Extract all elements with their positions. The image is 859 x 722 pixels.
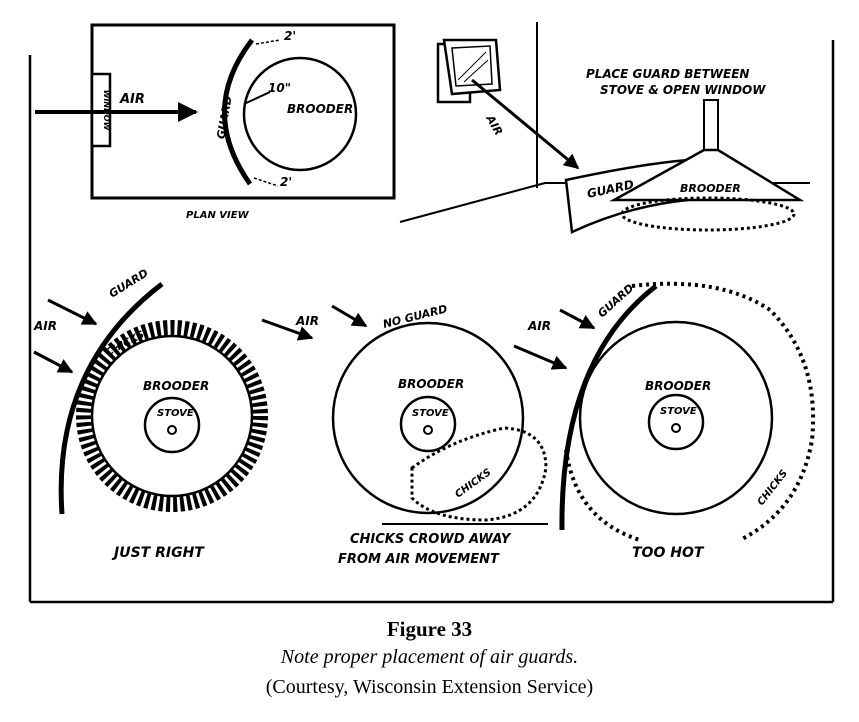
panel-no-guard: AIR NO GUARD BROODER STOVE CHICKS CHICKS… — [261, 302, 548, 567]
left-stove-label: STOVE — [157, 408, 194, 419]
perspective-view: AIR GUARD BROODER PLACE GUARD BETWEEN ST… — [399, 22, 810, 234]
right-caption: TOO HOT — [632, 545, 705, 561]
middle-air-arrow-1 — [261, 318, 314, 341]
figure-caption-title: Figure 33 — [386, 617, 473, 641]
left-air-arrow-1 — [47, 298, 98, 326]
left-caption: JUST RIGHT — [111, 545, 205, 561]
right-brooder-label: BROODER — [645, 379, 711, 393]
middle-air-arrow-2 — [331, 304, 368, 328]
open-window-icon — [436, 38, 502, 104]
plan-dim-radius: 10" — [268, 81, 291, 95]
plan-guard-icon — [222, 38, 254, 186]
plan-dim-bottom-line — [253, 177, 279, 187]
right-stove-label: STOVE — [660, 406, 697, 417]
floor-line-left — [399, 182, 546, 223]
middle-air-label: AIR — [295, 314, 319, 328]
left-chicks-ring — [76, 320, 268, 512]
right-chicks-label: CHICKS — [756, 468, 790, 508]
plan-radius-line — [243, 91, 271, 105]
panel-just-right: AIR GUARD BROODER STOVE CHICKS JUST RIGH… — [33, 266, 268, 561]
room-frame — [28, 40, 835, 604]
plan-dim-top-line — [255, 39, 281, 45]
left-air-label: AIR — [33, 319, 57, 333]
right-air-arrow-2 — [513, 344, 568, 370]
left-brooder-label: BROODER — [143, 379, 209, 393]
right-chicks-lower — [564, 449, 641, 542]
plan-dim-top: 2' — [284, 29, 296, 43]
plan-view-title: PLAN VIEW — [186, 210, 250, 221]
figure-caption-subtitle: Note proper placement of air guards. — [280, 646, 579, 668]
left-guard-label: GUARD — [107, 266, 151, 300]
perspective-note-line2: STOVE & OPEN WINDOW — [600, 83, 766, 97]
left-brooder-circle — [90, 334, 254, 498]
panel-too-hot: AIR GUARD BROODER STOVE CHICKS TOO HOT — [513, 281, 816, 561]
stove-pipe — [703, 99, 719, 153]
right-air-label: AIR — [527, 319, 551, 333]
plan-dim-bottom: 2' — [280, 175, 292, 189]
left-guard-icon — [58, 282, 164, 515]
middle-guard-label: NO GUARD — [382, 302, 449, 331]
left-air-arrow-2 — [33, 350, 74, 374]
middle-stove-circle — [399, 395, 457, 453]
middle-caption-line1: CHICKS CROWD AWAY — [350, 532, 512, 547]
middle-stove-label: STOVE — [412, 408, 449, 419]
figure-caption-credit: (Courtesy, Wisconsin Extension Service) — [265, 676, 594, 698]
left-stove-center — [167, 425, 177, 435]
middle-brooder-circle — [331, 321, 525, 515]
plan-air-label: AIR — [119, 92, 145, 107]
right-air-arrow-1 — [559, 308, 596, 330]
perspective-brooder-label: BROODER — [680, 182, 741, 195]
middle-caption-line2: FROM AIR MOVEMENT — [338, 552, 500, 567]
middle-chicks-label: CHICKS — [453, 467, 493, 500]
plan-brooder-circle — [242, 56, 358, 172]
plan-guard-label: GUARD — [214, 95, 234, 140]
perspective-brooder-hood — [609, 148, 805, 202]
right-brooder-circle — [578, 320, 774, 516]
plan-brooder-label: BROODER — [287, 102, 353, 116]
middle-chicks-cluster — [410, 426, 548, 522]
right-guard-label: GUARD — [595, 281, 636, 320]
perspective-air-arrow — [471, 78, 580, 170]
perspective-chicks — [620, 196, 796, 232]
right-guard-icon — [559, 284, 658, 531]
plan-view: WINDOW AIR GUARD BROODER 10" 2' 2' PLAN … — [35, 23, 396, 221]
perspective-air-label: AIR — [483, 112, 505, 138]
middle-stove-center — [423, 425, 433, 435]
right-stove-center — [671, 423, 681, 433]
right-chicks-outer — [631, 281, 816, 542]
right-stove-circle — [647, 393, 705, 451]
middle-brooder-label: BROODER — [398, 377, 464, 391]
perspective-note-line1: PLACE GUARD BETWEEN — [586, 67, 749, 81]
